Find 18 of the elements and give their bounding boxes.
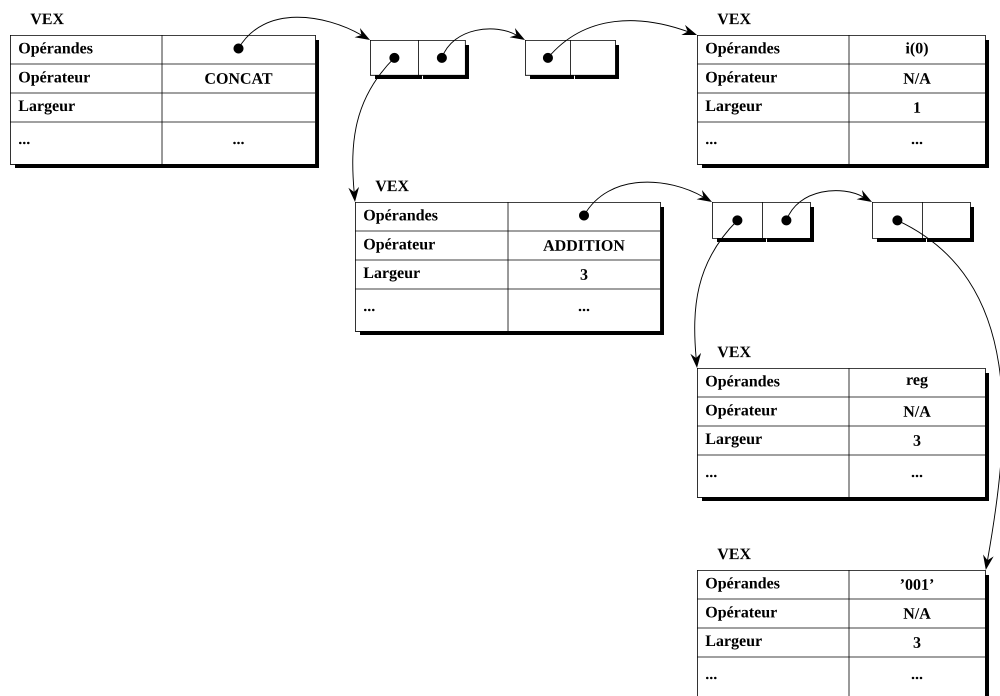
list-cell (922, 202, 974, 242)
list-cell (525, 40, 574, 79)
table-title: VEX (717, 548, 751, 560)
list-cell (370, 40, 422, 79)
table-title: VEX (717, 14, 751, 24)
table-title: VEX (375, 180, 409, 192)
vex-table: Opérandes Opérateur ADDITION Largeur 3 ... ... (354, 202, 664, 335)
vex-table: Opérandes i(0) Opérateur N/A Largeur 1 ... ... (696, 34, 989, 168)
vex-table: Opérandes ’001’ Opérateur N/A Largeur 3 ... ... (696, 570, 989, 696)
list-cell (712, 202, 766, 242)
table-title: VEX (717, 346, 751, 358)
list-cell (570, 40, 619, 79)
table-title: VEX (30, 14, 64, 24)
list-cell (762, 202, 814, 242)
list-cell (418, 40, 469, 79)
vex-table: Opérandes Opérateur CONCAT Largeur ... ... (10, 34, 319, 168)
vex-table: Opérandes reg Opérateur N/A Largeur 3 ... ... (696, 368, 989, 501)
list-cell (872, 202, 926, 242)
